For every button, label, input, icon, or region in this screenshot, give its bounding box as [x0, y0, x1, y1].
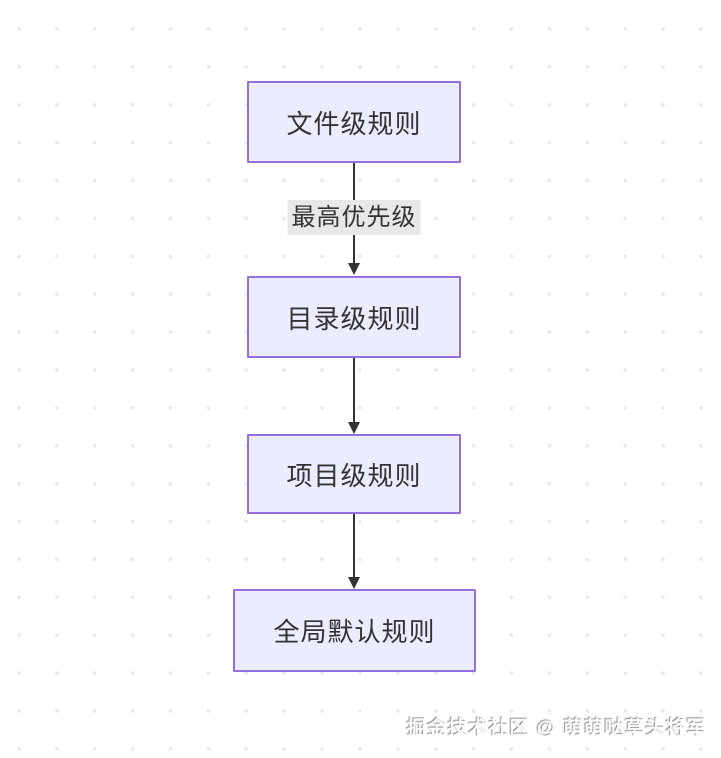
- edge-line: [353, 358, 355, 422]
- arrowhead-down-icon: [348, 263, 360, 275]
- flow-node-directory-level-rules: 目录级规则: [247, 276, 461, 358]
- node-label: 项目级规则: [286, 460, 422, 491]
- node-label: 文件级规则: [286, 108, 422, 139]
- node-label: 目录级规则: [286, 303, 422, 334]
- edge-directory-to-project: [348, 358, 360, 434]
- flow-node-global-default-rules: 全局默认规则: [233, 589, 476, 672]
- watermark-text: 掘金技术社区 @ 萌萌哒草头将军: [406, 718, 707, 739]
- edge-label-highest-priority: 最高优先级: [287, 200, 421, 235]
- flow-node-file-level-rules: 文件级规则: [247, 81, 461, 163]
- node-label: 全局默认规则: [273, 617, 436, 647]
- edge-project-to-global: [348, 514, 360, 589]
- flow-node-project-level-rules: 项目级规则: [247, 434, 461, 514]
- edge-line: [353, 514, 355, 577]
- arrowhead-down-icon: [348, 577, 360, 589]
- arrowhead-down-icon: [348, 422, 360, 434]
